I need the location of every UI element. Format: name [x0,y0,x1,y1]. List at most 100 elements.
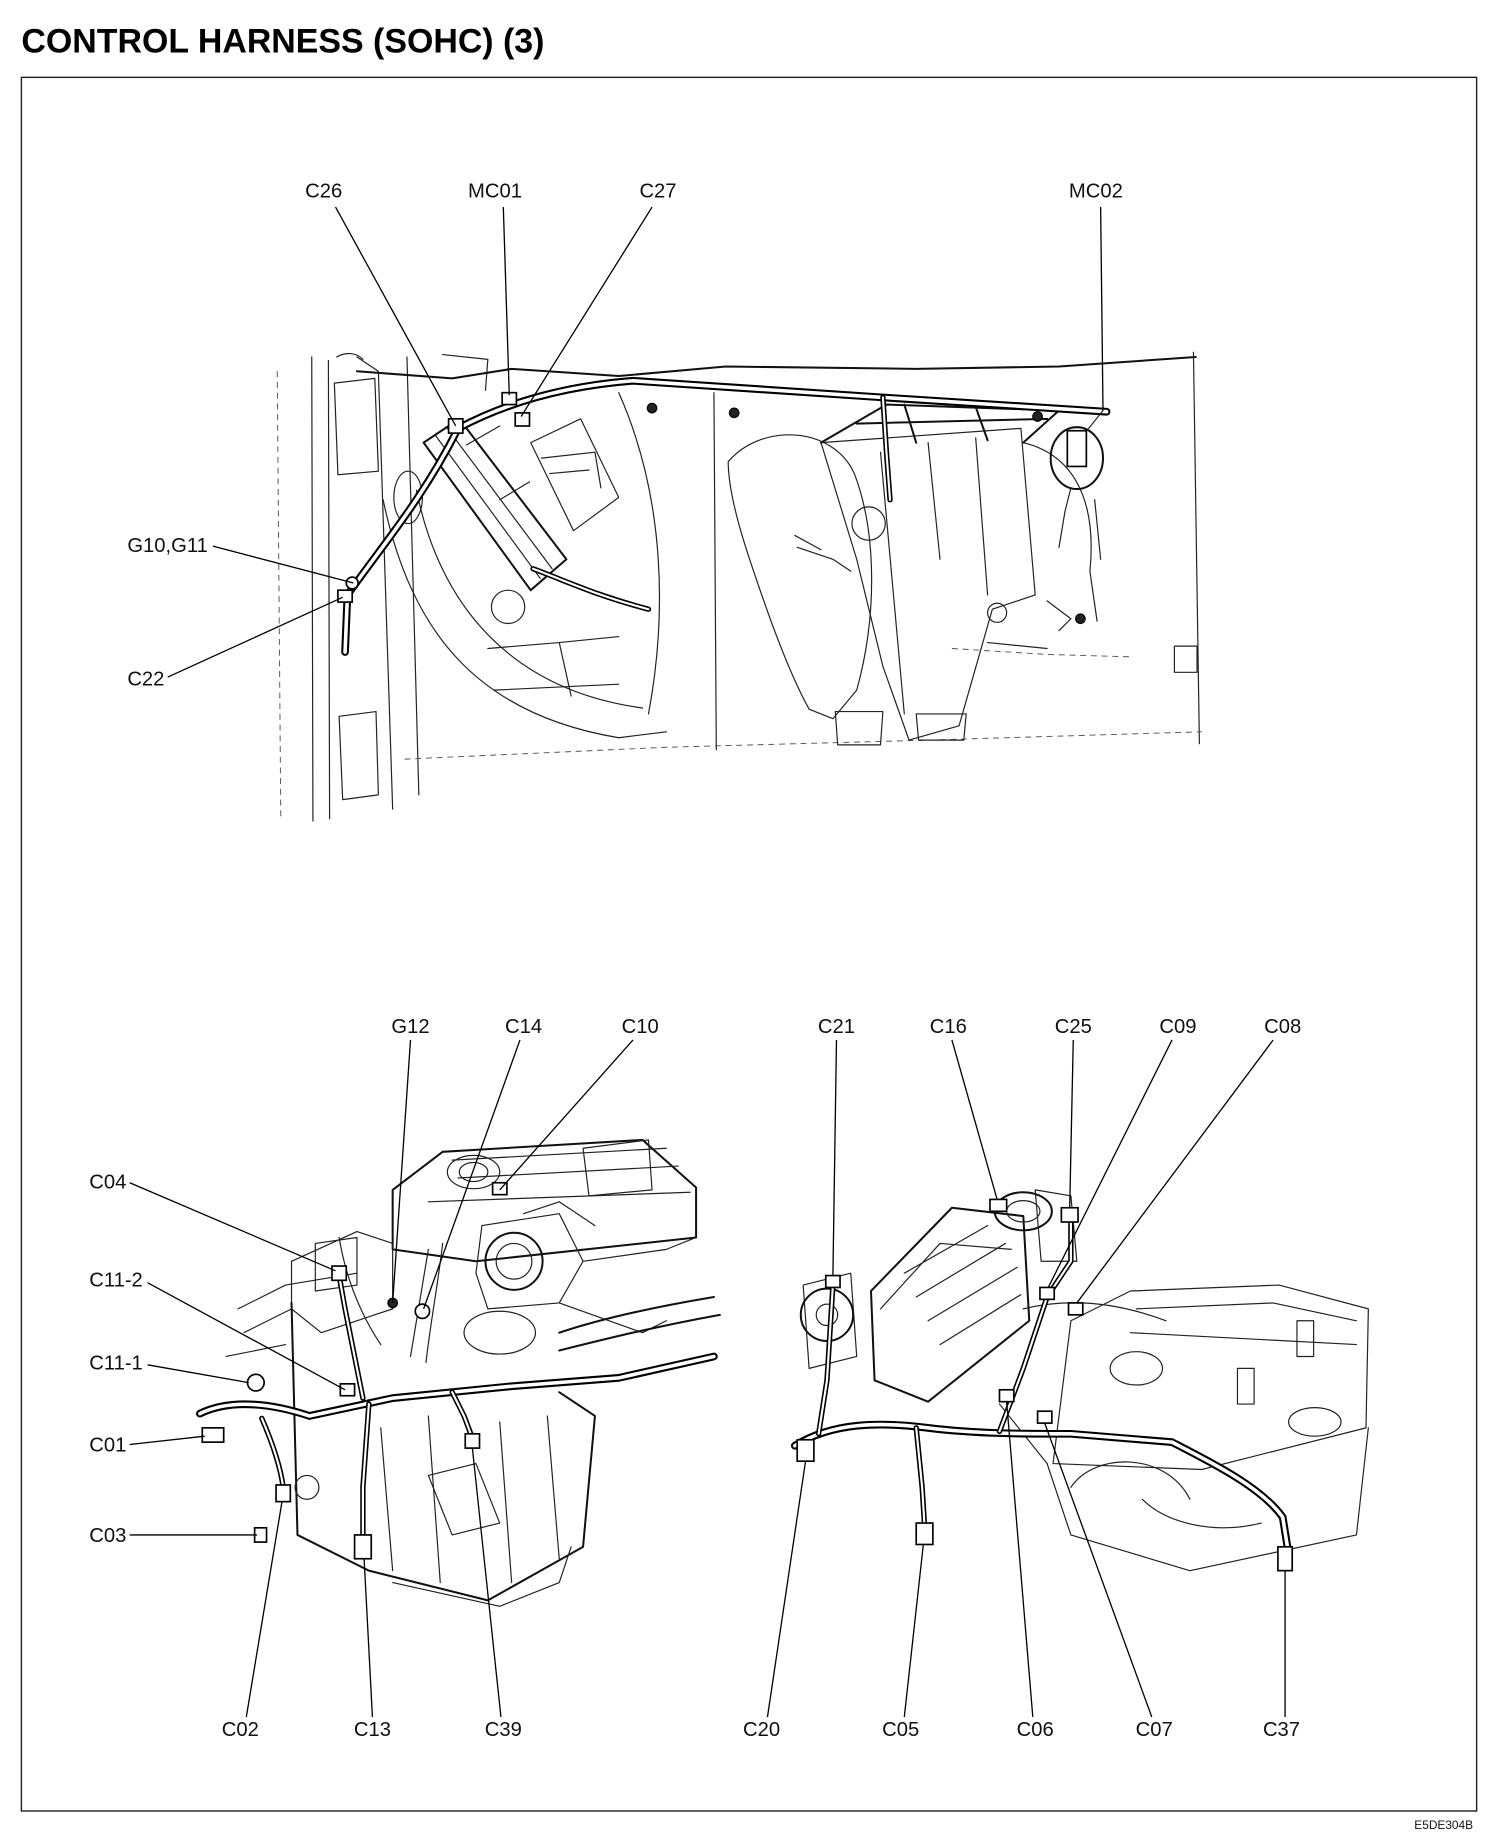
dash-lower-edge [404,731,1202,760]
fender-apron-arch-inner [415,489,644,709]
engine-right-labels: C21 C16 C25 C09 C08 C20 C05 C06 C07 C37 [743,1016,1301,1741]
mc02-wires [1058,409,1104,560]
leader-line-c10 [499,1039,634,1191]
relay-box [422,417,568,592]
coil-pack [314,1236,358,1292]
block-ribs [380,1415,560,1584]
bracket-right [1173,645,1198,673]
relay-box-ribs [434,425,553,579]
engine-right-leaders [766,1039,1286,1718]
label-c27: C27 [639,181,676,203]
valve-cover [391,1138,698,1263]
oil-filler-right [1109,1351,1164,1386]
dash-right-edge [1192,351,1200,745]
a-pillar-outer-line [276,371,282,822]
dash-left-fragment [336,352,489,391]
a-pillar-inner-line-2 [327,359,331,820]
intake-runner-tubes [558,1295,721,1352]
pillar-upper-cutout [333,377,379,476]
spark-plug-boot [1296,1320,1315,1358]
valve-cover-ribs-right [1129,1302,1358,1346]
leader-line-c05 [903,1544,924,1718]
leader-line-c20 [766,1461,807,1718]
resonator [1034,1189,1078,1262]
cylinder-head [1052,1284,1369,1471]
drain-hose [986,602,1008,623]
leader-line-c01 [129,1435,205,1446]
label-c10: C10 [622,1016,659,1038]
label-c04: C04 [89,1172,126,1194]
leader-line-c16 [951,1039,998,1200]
label-c22: C22 [127,668,164,690]
hvac-harness-frame [820,403,1060,444]
c22-connector [337,589,354,603]
engine-block [290,1301,596,1602]
intake-plenum [522,1201,697,1334]
blower-motor [851,506,886,541]
label-mc02: MC02 [1069,181,1123,203]
vacuum-lines [794,534,1072,650]
leader-line-c11-2 [147,1282,346,1391]
aspirator-duct [951,648,1131,658]
fender-apron-arch-outer [382,499,667,739]
air-cleaner-box [869,1206,1031,1403]
oil-pan [392,1546,572,1607]
fuse-box-detail [540,451,602,489]
engine-block-right [1046,1427,1369,1572]
c08-connector [1067,1302,1084,1316]
c26-connector [447,418,464,434]
c05-connector [915,1522,934,1546]
label-c07: C07 [1136,1719,1173,1741]
c39-connector [464,1432,481,1449]
leader-line-c07 [1044,1422,1153,1718]
c04-connector [331,1265,348,1282]
ignition-wires [338,1236,444,1364]
engine-right-view [790,1189,1369,1572]
bolt-head [1032,411,1043,422]
dash-recess-curve [618,392,661,715]
c11-2-connector [339,1383,356,1397]
throttle-cable [1022,1302,1167,1322]
label-c25: C25 [1055,1016,1092,1038]
spark-plug-boot [1236,1367,1255,1405]
label-c39: C39 [485,1719,522,1741]
c06-connector [998,1388,1015,1403]
label-c06: C06 [1017,1719,1054,1741]
label-c05: C05 [882,1719,919,1741]
bolt-head [1075,613,1086,625]
fuse-box-lid [530,418,620,532]
c20-connector [796,1438,815,1463]
bolt-head [728,407,740,419]
air-cleaner-lid-edge [879,1242,1012,1310]
mc02-connector-body [1066,429,1088,468]
dash-panel-labels: C26 MC01 C27 MC02 G10,G11 C22 [127,181,1123,691]
cowl-vertical-crease [713,392,717,751]
mc02-connector [1049,426,1105,491]
a-pillar-inner-line-1 [311,356,314,822]
c10-sensor [491,1181,508,1196]
c02-connector [275,1484,292,1503]
throttle-bore [495,1242,533,1280]
label-c08: C08 [1264,1016,1301,1038]
page-title: CONTROL HARNESS (SOHC) (3) [21,22,544,60]
label-c16: C16 [930,1016,967,1038]
oil-filler-cap [446,1154,501,1190]
c07-connector [1036,1410,1053,1424]
leader-line-c11-1 [147,1364,249,1384]
harness-branch-c13-inner [361,1402,370,1539]
harness-branch-hvac-inner [881,396,892,501]
label-c26: C26 [305,181,342,203]
figure-code: E5DE304B [1414,1818,1473,1832]
pulley [294,1474,320,1500]
label-g10-g11: G10,G11 [127,535,208,557]
harness-engine-right-inner [793,1422,1290,1549]
oil-filler-cap-inner [458,1161,489,1183]
label-c01: C01 [89,1435,126,1457]
c21-connector [824,1274,841,1289]
throttle-body [484,1231,544,1291]
foot-duct-right [915,713,967,741]
label-c03: C03 [89,1525,126,1547]
strut-tower-hole [490,589,526,625]
